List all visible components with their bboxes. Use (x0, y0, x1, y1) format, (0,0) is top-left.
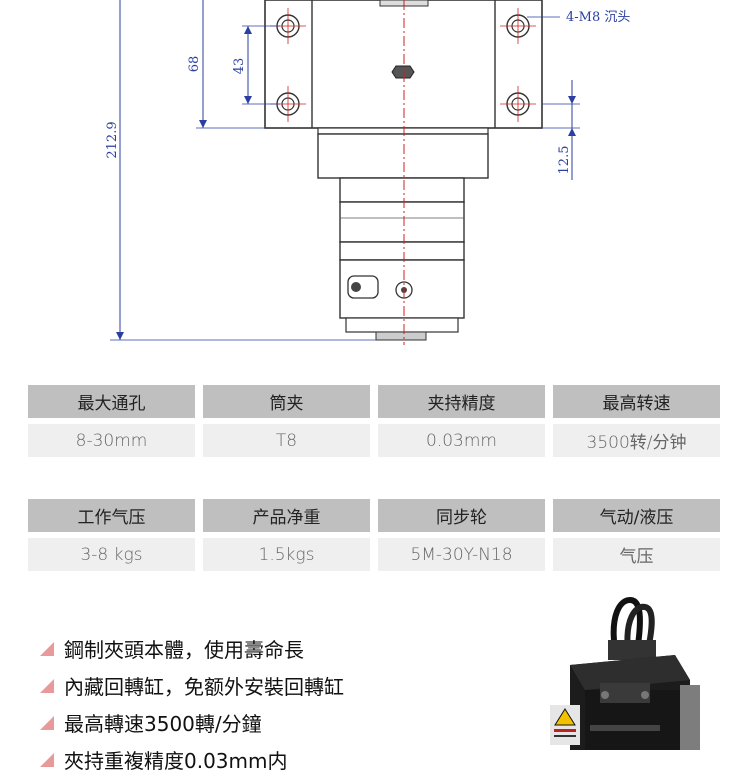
dim-offset: 12.5 (557, 146, 572, 175)
feature-list: 鋼制夾頭本體，使用壽命長 內藏回轉缸，免额外安裝回轉缸 最高轉速3500轉/分鐘… (36, 630, 556, 778)
spec-value: T8 (203, 424, 370, 457)
feature-item: 夾持重複精度0.03mm内 (36, 741, 556, 778)
dim-overall-height: 212.9 (105, 121, 120, 158)
feature-text: 內藏回轉缸，免额外安裝回轉缸 (64, 675, 344, 699)
dim-mount-height: 68 (187, 56, 202, 73)
grease-nipple-icon (391, 65, 415, 79)
spec-value: 3500转/分钟 (553, 424, 720, 457)
mounting-hole-icon (500, 86, 536, 122)
spec-value: 0.03mm (378, 424, 545, 457)
spec-value-row: 3-8 kgs 1.5kgs 5M-30Y-N18 气压 (28, 538, 720, 571)
product-photo (550, 596, 700, 750)
spec-header: 最高转速 (553, 385, 720, 418)
feature-text: 最高轉速3500轉/分鐘 (64, 712, 262, 736)
feature-text: 鋼制夾頭本體，使用壽命長 (64, 638, 304, 662)
feature-item: 鋼制夾頭本體，使用壽命長 (36, 630, 556, 667)
spec-value: 5M-30Y-N18 (378, 538, 545, 571)
spec-header: 筒夹 (203, 385, 370, 418)
thread-note: 4-M8 沉头 (566, 10, 630, 25)
spec-header: 夹持精度 (378, 385, 545, 418)
spec-value-row: 8-30mm T8 0.03mm 3500转/分钟 (28, 424, 720, 457)
technical-drawing: 212.9 68 43 12.5 4-M8 沉头 (105, 0, 630, 345)
spec-header: 产品净重 (203, 499, 370, 532)
spec-table-2: 工作气压 产品净重 同步轮 气动/液压 3-8 kgs 1.5kgs 5M-30… (28, 499, 720, 577)
spec-table-1: 最大通孔 筒夹 夹持精度 最高转速 8-30mm T8 0.03mm 3500转… (28, 385, 720, 463)
mounting-hole-icon (500, 8, 536, 44)
dim-hole-spacing: 43 (232, 58, 247, 75)
spec-header: 气动/液压 (553, 499, 720, 532)
spec-header: 工作气压 (28, 499, 195, 532)
spec-header-row: 工作气压 产品净重 同步轮 气动/液压 (28, 499, 720, 532)
spec-header-row: 最大通孔 筒夹 夹持精度 最高转速 (28, 385, 720, 418)
spec-value: 8-30mm (28, 424, 195, 457)
spec-value: 3-8 kgs (28, 538, 195, 571)
feature-text: 夾持重複精度0.03mm内 (64, 749, 288, 773)
mounting-hole-icon (270, 86, 306, 122)
triangle-bullet-icon (40, 715, 54, 730)
spec-header: 最大通孔 (28, 385, 195, 418)
spec-value: 气压 (553, 538, 720, 571)
spec-value: 1.5kgs (203, 538, 370, 571)
spec-header: 同步轮 (378, 499, 545, 532)
triangle-bullet-icon (40, 641, 54, 656)
feature-item: 最高轉速3500轉/分鐘 (36, 704, 556, 741)
feature-item: 內藏回轉缸，免额外安裝回轉缸 (36, 667, 556, 704)
triangle-bullet-icon (40, 752, 54, 767)
triangle-bullet-icon (40, 678, 54, 693)
